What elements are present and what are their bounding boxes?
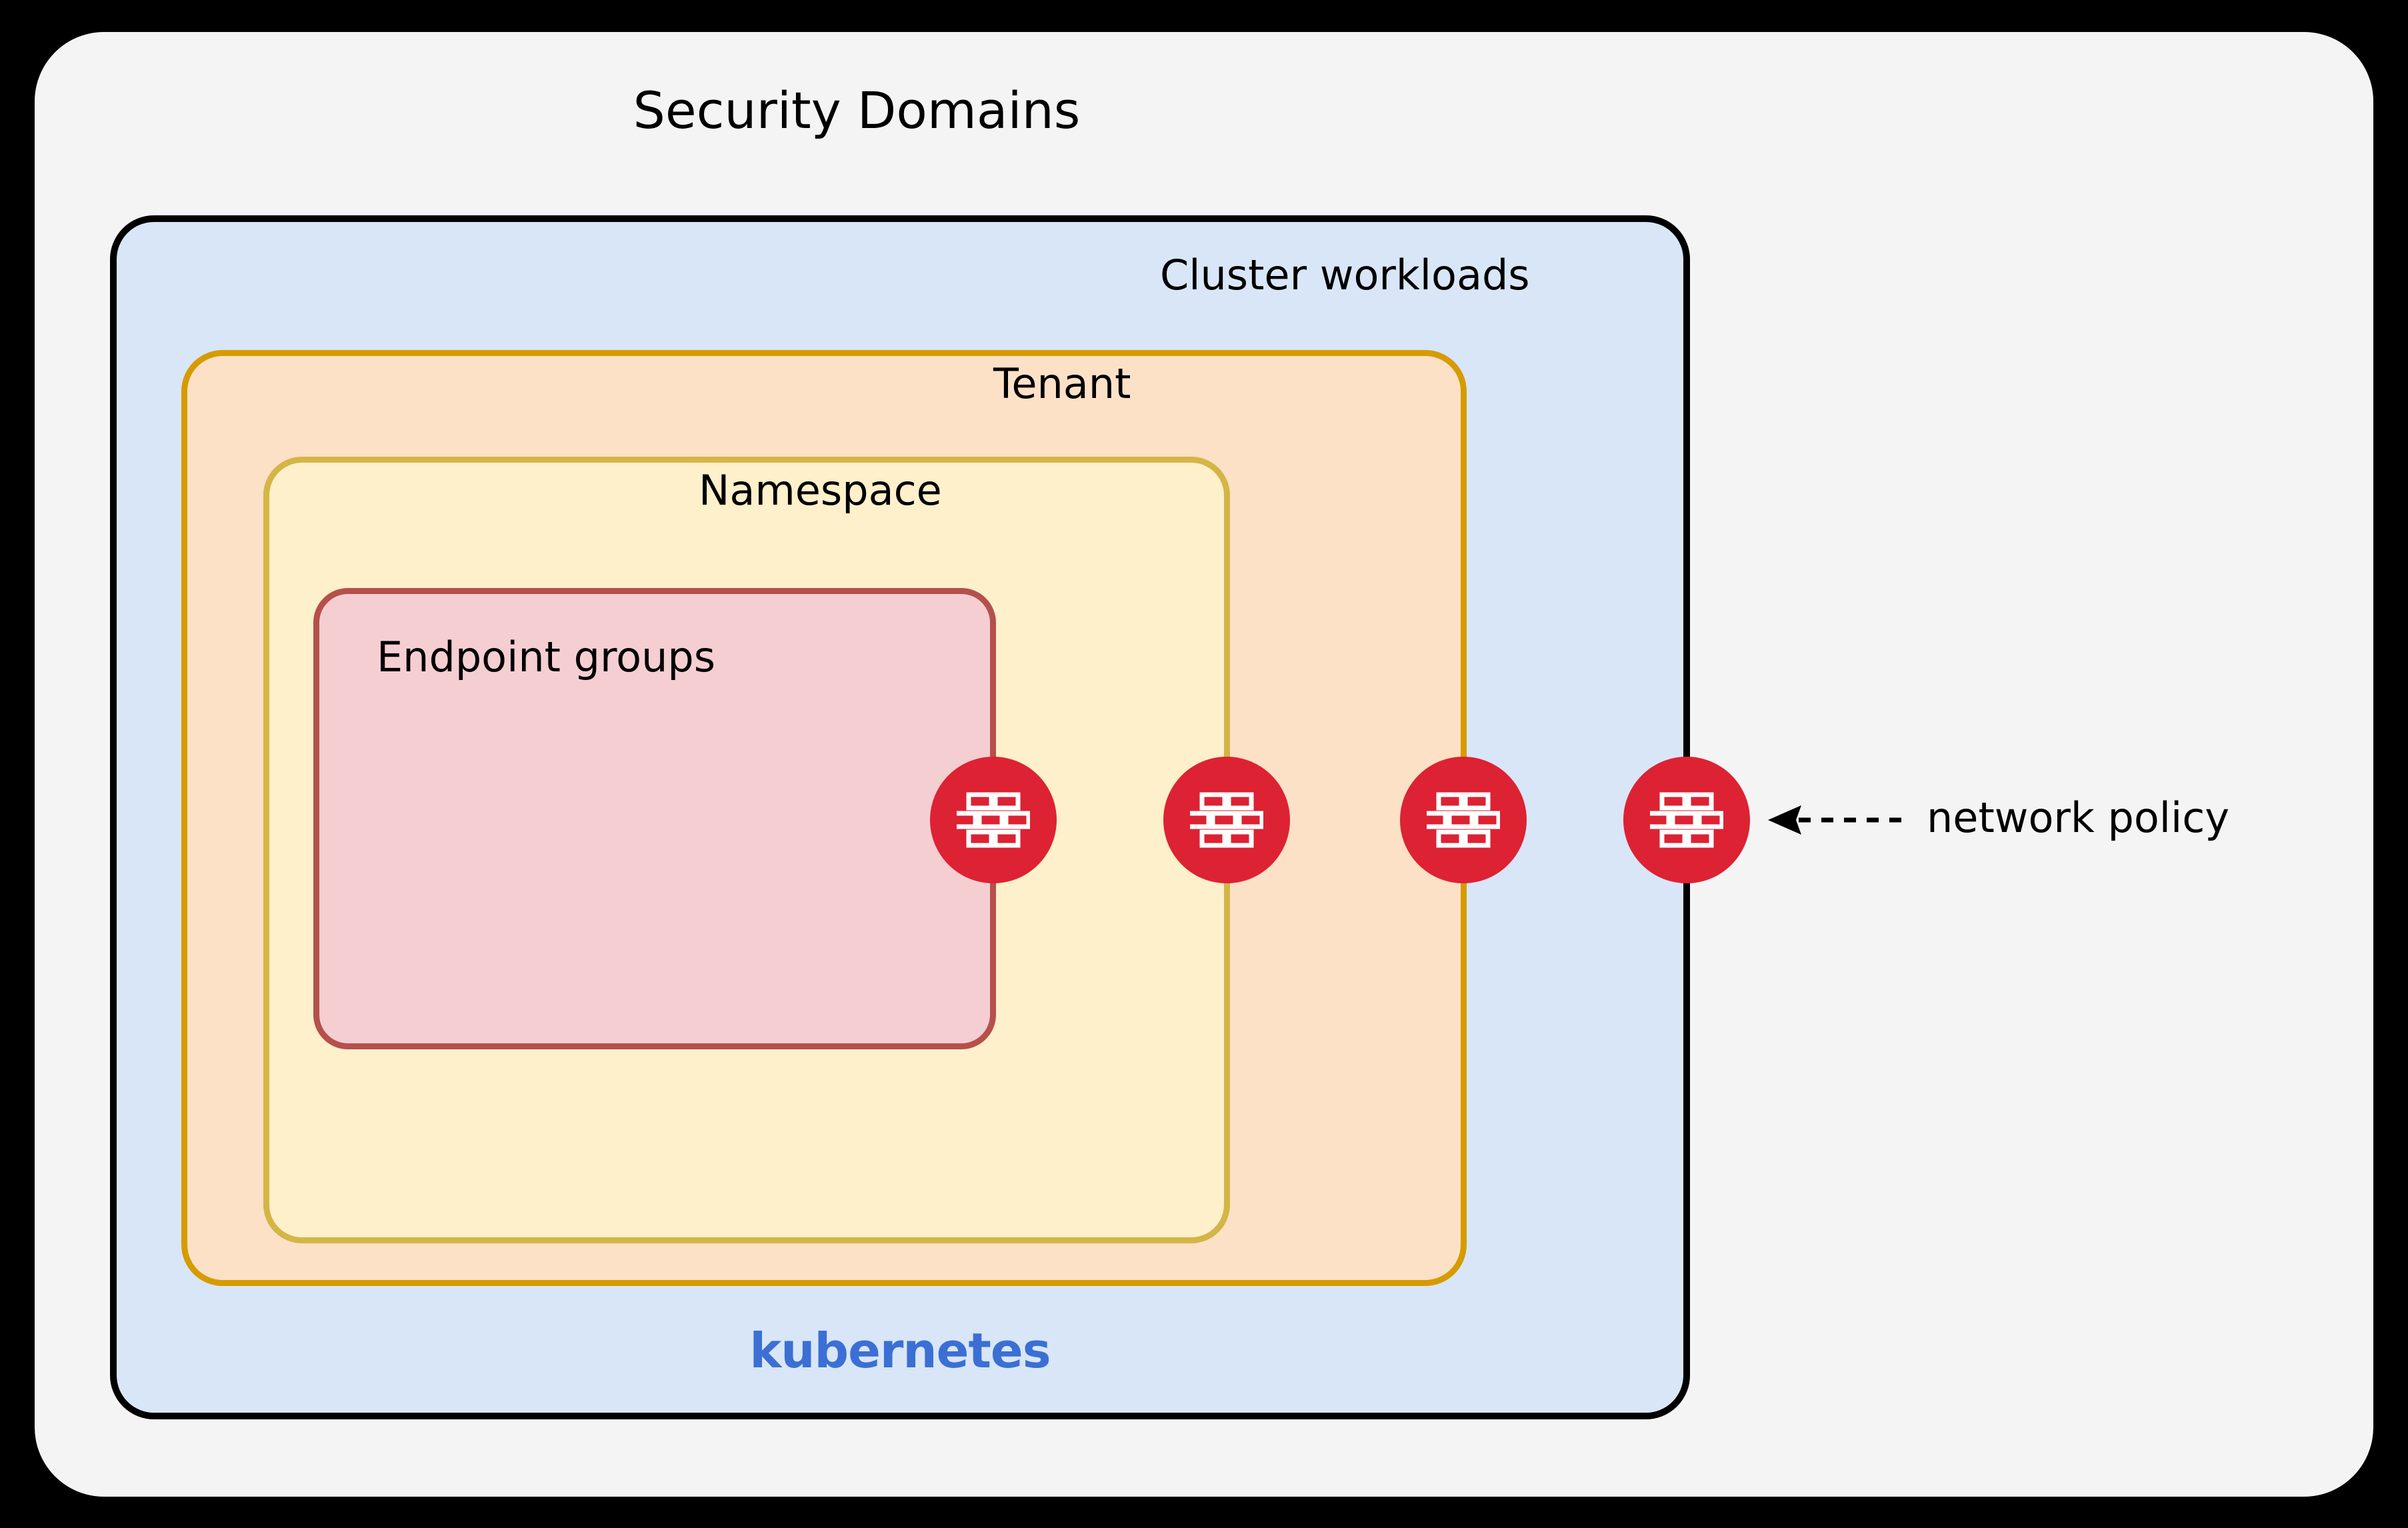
- firewall-node-tenant[interactable]: [1400, 757, 1527, 883]
- firewall-node-endpoint-groups[interactable]: [930, 757, 1057, 883]
- firewall-node-namespace[interactable]: [1163, 757, 1290, 883]
- domain-label-cluster-workloads: Cluster workloads: [1160, 251, 1530, 299]
- domain-label-tenant: Tenant: [993, 359, 1131, 408]
- dashed-arrow-left-icon: [1767, 800, 1913, 840]
- domain-box-endpoint-groups[interactable]: [313, 588, 996, 1049]
- page-title: Security Domains: [633, 81, 1081, 140]
- domain-label-namespace: Namespace: [699, 466, 942, 515]
- platform-label-kubernetes: kubernetes: [749, 1323, 1051, 1379]
- domain-label-endpoint-groups: Endpoint groups: [377, 633, 716, 681]
- firewall-node-cluster-workloads[interactable]: [1623, 757, 1750, 883]
- annotation-label-network-policy: network policy: [1927, 793, 2230, 842]
